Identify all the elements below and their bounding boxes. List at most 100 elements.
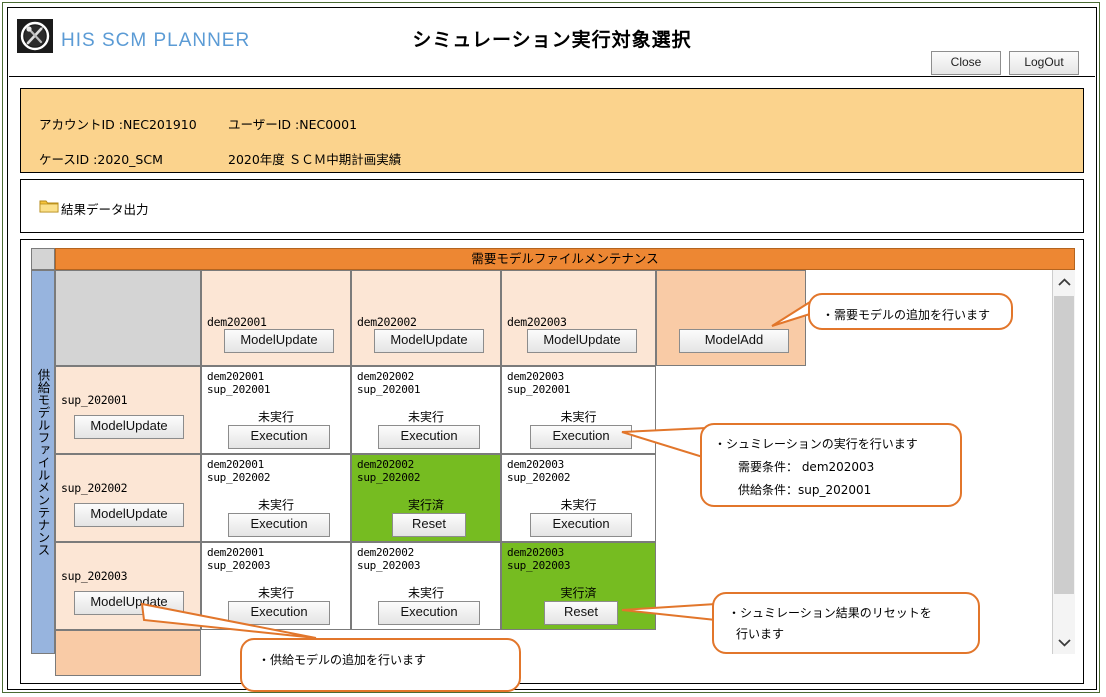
cell-demand-label: dem202001: [207, 546, 264, 559]
cell-status-text: 実行済: [560, 586, 597, 600]
execution-button-r1c2[interactable]: Execution: [378, 425, 480, 449]
execution-button-r3c1[interactable]: Execution: [228, 601, 330, 625]
cell-status-text: 未実行: [257, 498, 294, 512]
supply-model-sidebar: 供給モデルファイルメンテナンス: [31, 270, 55, 654]
reset-button-r3c3[interactable]: Reset: [544, 601, 618, 625]
supply-row-header-1: sup_202001 ModelUpdate: [55, 366, 201, 454]
simulation-matrix: 需要モデルファイルメンテナンス 供給モデルファイルメンテナンス dem20200…: [31, 248, 1075, 676]
chevron-down-icon[interactable]: [1053, 630, 1075, 654]
cell-demand-label: dem202003: [507, 370, 564, 383]
callout-execution-line2: 需要条件： dem202003: [738, 460, 875, 474]
demand-model-update-button-2[interactable]: ModelUpdate: [374, 329, 484, 353]
callout-supply-add: ・供給モデルの追加を行います: [240, 638, 521, 692]
cell-demand-label: dem202003: [507, 546, 564, 559]
callout-execution: ・シュミレーションの実行を行います 需要条件： dem202003 供給条件：s…: [700, 423, 962, 507]
matrix-vertical-scrollbar[interactable]: [1052, 270, 1075, 654]
callout-pointer-supply-add: [140, 598, 320, 646]
cell-demand-label: dem202002: [357, 546, 414, 559]
matrix-cell-r3c1: dem202001 sup_202003 未実行 Execution: [201, 542, 351, 630]
demand-column-header-1: dem202001 ModelUpdate: [201, 270, 351, 366]
account-info-panel: アカウントID :NEC201910 ユーザーID :NEC0001 ケースID…: [20, 88, 1084, 173]
callout-execution-line1: ・シュミレーションの実行を行います: [714, 437, 918, 451]
chevron-up-icon[interactable]: [1053, 270, 1075, 294]
demand-model-header: 需要モデルファイルメンテナンス: [55, 248, 1075, 270]
demand-model-add-cell: ModelAdd: [656, 270, 806, 366]
cell-supply-label: sup_202003: [507, 559, 571, 572]
execution-button-r1c1[interactable]: Execution: [228, 425, 330, 449]
callout-supply-add-line1: ・供給モデルの追加を行います: [258, 653, 427, 667]
supply-row-header-2: sup_202002 ModelUpdate: [55, 454, 201, 542]
matrix-cell-r3c3: dem202003 sup_202003 実行済 Reset: [501, 542, 656, 630]
supply-model-name: sup_202003: [61, 569, 128, 583]
cell-status-text: 未実行: [407, 586, 444, 600]
folder-icon: [39, 197, 59, 214]
matrix-grid: dem202001 ModelUpdate dem202002 ModelUpd…: [55, 270, 1075, 676]
supply-model-update-button-1[interactable]: ModelUpdate: [74, 415, 184, 439]
supply-sidebar-label: 供給モデルファイルメンテナンス: [35, 368, 51, 556]
callout-pointer-execution: [620, 424, 710, 470]
cell-status-text: 実行済: [407, 498, 444, 512]
cell-demand-label: dem202002: [357, 370, 414, 383]
callout-reset-line1: ・シュミレーション結果のリセットを: [728, 606, 932, 620]
cell-status-text: 未実行: [257, 410, 294, 424]
cell-status-text: 未実行: [257, 586, 294, 600]
cell-demand-label: dem202001: [207, 370, 264, 383]
cell-supply-label: sup_202002: [207, 471, 271, 484]
supply-model-name: sup_202001: [61, 393, 128, 407]
result-output-panel: 結果データ出力: [20, 179, 1084, 233]
brand-title: HIS SCM PLANNER: [61, 30, 251, 51]
demand-column-header-3: dem202003 ModelUpdate: [501, 270, 656, 366]
callout-pointer-reset: [620, 598, 720, 634]
cell-demand-label: dem202002: [357, 458, 414, 471]
cell-supply-label: sup_202001: [357, 383, 421, 396]
execution-button-r3c2[interactable]: Execution: [378, 601, 480, 625]
callout-reset-line2: 行います: [736, 627, 785, 641]
supply-model-update-button-2[interactable]: ModelUpdate: [74, 503, 184, 527]
title-bar: HIS SCM PLANNER シミュレーション実行対象選択 Close Log…: [9, 9, 1095, 77]
cell-supply-label: sup_202001: [507, 383, 571, 396]
matrix-cell-r1c2: dem202002 sup_202001 未実行 Execution: [351, 366, 501, 454]
case-id-text: ケースID :2020_SCM: [39, 152, 163, 167]
demand-model-name: dem202002: [357, 315, 417, 329]
matrix-cell-r1c1: dem202001 sup_202001 未実行 Execution: [201, 366, 351, 454]
cell-status-text: 未実行: [560, 498, 597, 512]
user-id-text: ユーザーID :NEC0001: [228, 117, 358, 132]
execution-button-r1c3[interactable]: Execution: [530, 425, 632, 449]
execution-button-r2c3[interactable]: Execution: [530, 513, 632, 537]
scrollbar-thumb[interactable]: [1054, 296, 1074, 594]
cell-supply-label: sup_202003: [207, 559, 271, 572]
logout-button[interactable]: LogOut: [1009, 51, 1079, 75]
callout-model-add: ・需要モデルの追加を行います: [808, 293, 1013, 330]
demand-model-update-button-3[interactable]: ModelUpdate: [527, 329, 637, 353]
demand-column-header-2: dem202002 ModelUpdate: [351, 270, 501, 366]
cell-demand-label: dem202001: [207, 458, 264, 471]
supply-model-add-cell[interactable]: [55, 630, 201, 676]
supply-model-name: sup_202002: [61, 481, 128, 495]
page-title: シミュレーション実行対象選択: [412, 29, 692, 51]
cell-status-text: 未実行: [407, 410, 444, 424]
matrix-cell-r2c2: dem202002 sup_202002 実行済 Reset: [351, 454, 501, 542]
cell-supply-label: sup_202001: [207, 383, 271, 396]
tools-emblem-icon: [17, 19, 53, 53]
demand-model-name: dem202003: [507, 315, 567, 329]
matrix-cell-r2c3: dem202003 sup_202002 未実行 Execution: [501, 454, 656, 542]
cell-supply-label: sup_202003: [357, 559, 421, 572]
application-window-inner: HIS SCM PLANNER シミュレーション実行対象選択 Close Log…: [7, 7, 1097, 690]
matrix-corner-cell: [31, 248, 55, 270]
result-output-link[interactable]: 結果データ出力: [61, 202, 149, 217]
account-id-text: アカウントID :NEC201910: [39, 117, 197, 132]
matrix-cell-r2c1: dem202001 sup_202002 未実行 Execution: [201, 454, 351, 542]
reset-button-r2c2[interactable]: Reset: [392, 513, 466, 537]
callout-reset: ・シュミレーション結果のリセットを 行います: [712, 592, 980, 654]
demand-model-add-button[interactable]: ModelAdd: [679, 329, 789, 353]
matrix-cell-r1c3: dem202003 sup_202001 未実行 Execution: [501, 366, 656, 454]
case-name-text: 2020年度 ＳＣＭ中期計画実績: [228, 152, 402, 167]
cell-supply-label: sup_202002: [357, 471, 421, 484]
demand-model-update-button-1[interactable]: ModelUpdate: [224, 329, 334, 353]
execution-button-r2c1[interactable]: Execution: [228, 513, 330, 537]
cell-status-text: 未実行: [560, 410, 597, 424]
matrix-cell-r3c2: dem202002 sup_202003 未実行 Execution: [351, 542, 501, 630]
close-button[interactable]: Close: [931, 51, 1001, 75]
matrix-blank-header-cell: [55, 270, 201, 366]
